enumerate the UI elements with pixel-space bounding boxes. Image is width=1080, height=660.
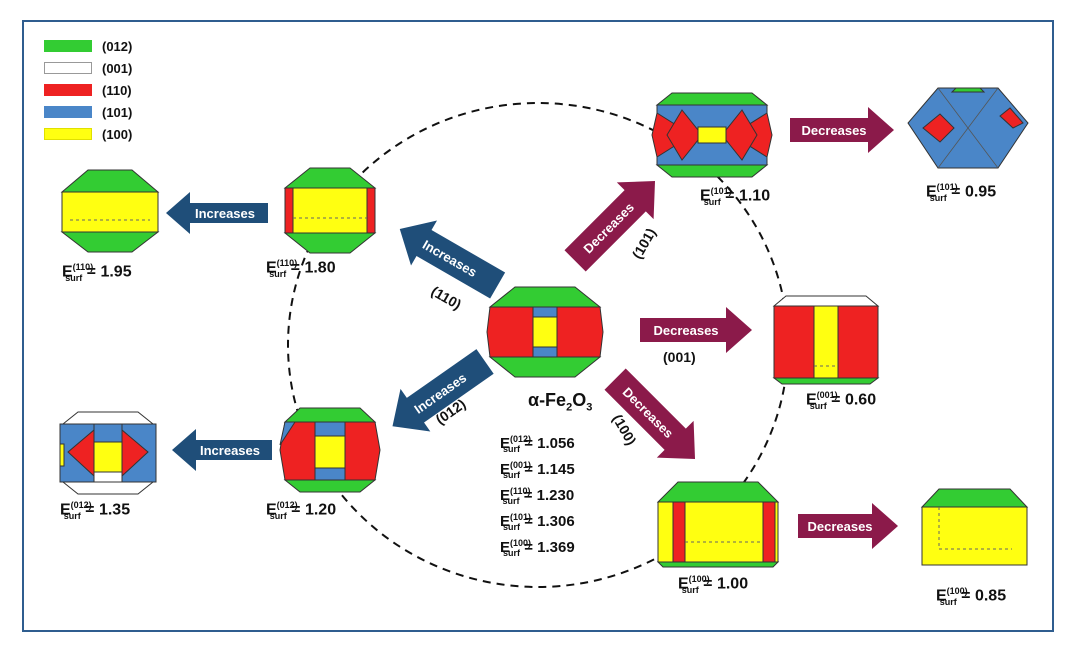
decrease-101-arrow: Decreases [564, 180, 656, 272]
increase-upper-arrow: Increases [166, 192, 268, 234]
legend-label-001: (001) [102, 60, 133, 76]
decrease-001-plane-label: (001) [663, 349, 696, 365]
crystal-012-increase-2 [59, 411, 157, 495]
decrease-upper-arrow: Decreases [790, 107, 894, 153]
crystal-100-decrease-2 [920, 488, 1029, 566]
crystal-110-increase-1 [283, 167, 377, 254]
crystal-101-decrease-1 [651, 92, 773, 178]
legend-item-100: (100) [44, 124, 132, 144]
crystal-001-decrease [772, 295, 880, 385]
energy-line-001: E(001)surf = 1.145 [500, 460, 575, 480]
label-110-increase-2: E(110)surf = 1.95 [62, 262, 132, 283]
increase-upper-arrow-label: Increases [195, 206, 255, 221]
legend-swatch-110 [44, 84, 92, 96]
decrease-101-plane-label: (101) [629, 225, 659, 261]
energy-line-101: E(101)surf = 1.306 [500, 512, 575, 532]
legend-label-100: (100) [102, 126, 133, 142]
surface-energy-list: E(012)surf = 1.056 E(001)surf = 1.145 E(… [500, 426, 575, 558]
legend-swatch-101 [44, 106, 92, 118]
legend-item-101: (101) [44, 102, 132, 122]
increase-110-plane-label: (110) [429, 283, 465, 313]
crystal-110-increase-2 [60, 169, 160, 253]
decrease-upper-arrow-label: Decreases [801, 123, 866, 138]
crystal-101-decrease-2 [907, 87, 1029, 169]
increase-012-arrow: Increases [392, 349, 494, 432]
legend-swatch-100 [44, 128, 92, 140]
compound-title: α-Fe2O3 [528, 390, 593, 414]
legend-label-012: (012) [102, 38, 133, 54]
energy-line-012: E(012)surf = 1.056 [500, 434, 575, 454]
increase-lower-arrow: Increases [172, 429, 272, 471]
label-101-decrease-2: E(101)surf = 0.95 [926, 182, 997, 203]
label-110-increase-1: E(110)surf = 1.80 [266, 258, 336, 279]
legend-swatch-012 [44, 40, 92, 52]
label-100-decrease-1: E(100)surf = 1.00 [678, 574, 749, 595]
label-101-decrease-1: E(101)surf = 1.10 [700, 186, 771, 207]
legend-item-012: (012) [44, 36, 132, 56]
decrease-001-arrow-label: Decreases [653, 323, 718, 338]
label-012-increase-1: E(012)surf = 1.20 [266, 500, 337, 521]
energy-line-100: E(100)surf = 1.369 [500, 538, 575, 558]
decrease-lower-arrow: Decreases [798, 503, 898, 549]
energy-line-110: E(110)surf = 1.230 [500, 486, 575, 506]
label-001-decrease: E(001)surf = 0.60 [806, 390, 877, 411]
legend-label-101: (101) [102, 104, 133, 120]
label-012-increase-2: E(012)surf = 1.35 [60, 500, 131, 521]
increase-lower-arrow-label: Increases [200, 443, 260, 458]
crystal-012-increase-1 [279, 407, 381, 493]
decrease-001-arrow: Decreases [640, 307, 752, 353]
legend-item-001: (001) [44, 58, 132, 78]
decrease-lower-arrow-label: Decreases [807, 519, 872, 534]
legend-label-110: (110) [102, 82, 132, 98]
crystal-100-decrease-1 [656, 481, 780, 568]
label-100-decrease-2: E(100)surf = 0.85 [936, 586, 1007, 607]
legend-item-110: (110) [44, 80, 132, 100]
center-crystal [486, 286, 604, 378]
legend-swatch-001 [44, 62, 92, 74]
